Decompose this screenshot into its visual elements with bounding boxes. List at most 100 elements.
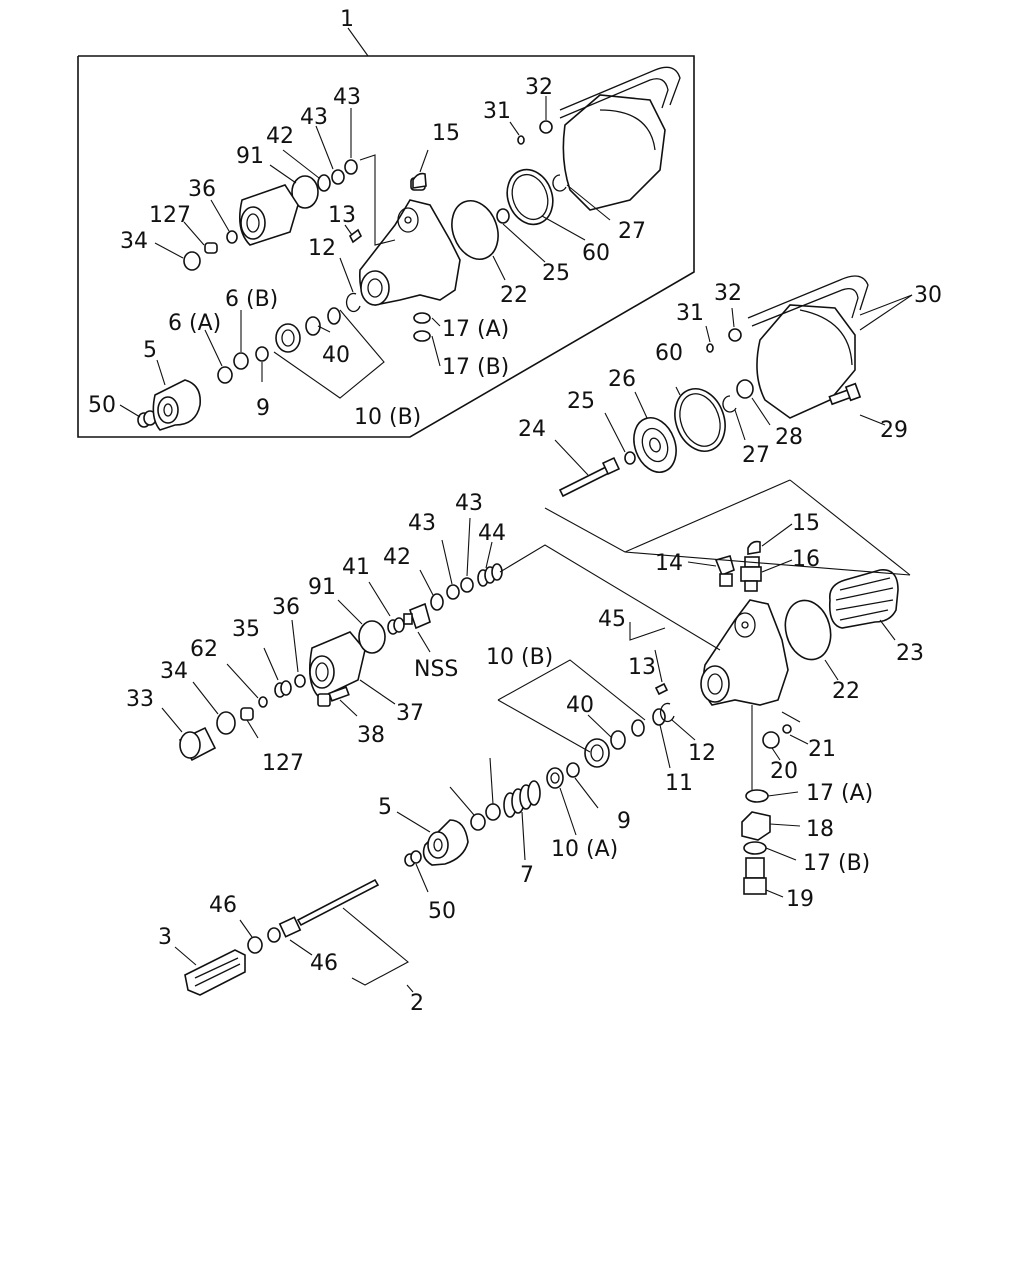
label-60-top: 60 — [582, 241, 610, 266]
label-17b-top: 17 (B) — [442, 355, 509, 380]
label-9-top: 9 — [256, 396, 270, 421]
label-60-right: 60 — [655, 341, 683, 366]
label-31-top: 31 — [483, 99, 511, 124]
label-1: 1 — [340, 7, 354, 32]
part-43a-mid — [446, 584, 460, 600]
label-32-top: 32 — [525, 75, 553, 100]
part-27-right — [722, 395, 737, 413]
label-36-top: 36 — [188, 177, 216, 202]
label-41: 41 — [342, 555, 370, 580]
part-6b-top — [233, 352, 249, 370]
label-10b-top: 10 (B) — [354, 405, 421, 430]
part-17a-bot — [745, 789, 769, 803]
part-33 — [178, 726, 217, 762]
label-27-top: 27 — [618, 219, 646, 244]
label-20: 20 — [770, 759, 798, 784]
booster-parts — [558, 275, 899, 895]
part-housing-30 — [747, 275, 869, 419]
lower-parts — [184, 719, 645, 996]
label-10a: 10 (A) — [551, 837, 618, 862]
subassembly-frame — [77, 27, 695, 438]
part-13-top — [348, 228, 363, 244]
part-127-mid — [240, 707, 254, 721]
label-35: 35 — [232, 617, 260, 642]
part-34-top — [183, 251, 201, 271]
part-5-top — [152, 379, 202, 431]
label-11: 11 — [665, 771, 693, 796]
part-18 — [741, 811, 771, 841]
label-127-top: 127 — [149, 203, 191, 228]
label-34-top: 34 — [120, 229, 148, 254]
label-12-mid: 12 — [688, 741, 716, 766]
part-6a-top — [217, 366, 233, 384]
part-13-mid — [654, 682, 669, 696]
part-36-top — [226, 230, 238, 244]
label-3: 3 — [158, 925, 172, 950]
part-12-top — [345, 292, 361, 313]
label-127-mid: 127 — [262, 751, 304, 776]
label-25-top: 25 — [542, 261, 570, 286]
part-38 — [317, 686, 350, 707]
part-46 — [247, 927, 281, 954]
part-43a-top — [331, 169, 345, 185]
part-36-mid — [294, 674, 306, 688]
label-12-top: 12 — [308, 236, 336, 261]
label-43-top-b: 43 — [300, 105, 328, 130]
part-body-top — [358, 177, 461, 306]
part-10b-mid — [584, 719, 645, 768]
part-37 — [309, 631, 366, 699]
part-32-right — [728, 328, 742, 342]
part-91-top — [291, 175, 319, 209]
part-housing-top — [559, 66, 681, 211]
label-13-top: 13 — [328, 203, 356, 228]
part-60-top — [506, 168, 554, 226]
label-46-b: 46 — [310, 951, 338, 976]
label-25-right: 25 — [567, 389, 595, 414]
label-28: 28 — [775, 425, 803, 450]
part-42-mid — [430, 593, 444, 611]
label-36-mid: 36 — [272, 595, 300, 620]
top-subassembly-parts — [137, 66, 681, 431]
label-38: 38 — [357, 723, 385, 748]
part-22-right — [784, 599, 832, 661]
label-18: 18 — [806, 817, 834, 842]
part-17a-top — [413, 312, 431, 324]
label-19: 19 — [786, 887, 814, 912]
part-26 — [633, 417, 677, 473]
label-32-right: 32 — [714, 281, 742, 306]
part-127-top — [204, 242, 218, 254]
part-27-top — [552, 174, 567, 192]
label-42-top: 42 — [266, 124, 294, 149]
middle-parts — [178, 563, 503, 762]
part-31-top — [517, 135, 525, 145]
part-29 — [828, 382, 862, 406]
part-41 — [387, 617, 405, 635]
part-6a-mid — [470, 813, 486, 831]
part-17b-bot — [743, 841, 767, 855]
part-21 — [782, 724, 792, 734]
label-37: 37 — [396, 701, 424, 726]
part-42-top — [317, 174, 331, 192]
part-22-top — [451, 200, 499, 260]
label-31-right: 31 — [676, 301, 704, 326]
label-16: 16 — [792, 547, 820, 572]
part-5-mid — [422, 819, 469, 866]
label-46-a: 46 — [209, 893, 237, 918]
part-25-top — [496, 208, 510, 224]
label-34-mid: 34 — [160, 659, 188, 684]
label-6b-top: 6 (B) — [225, 287, 278, 312]
label-2: 2 — [410, 991, 424, 1016]
part-25-right — [624, 451, 636, 465]
label-29: 29 — [880, 418, 908, 443]
part-43b-mid — [460, 577, 474, 593]
part-3 — [184, 949, 246, 996]
part-12-mid — [659, 702, 675, 723]
label-50-top: 50 — [88, 393, 116, 418]
part-35 — [274, 680, 292, 698]
label-40-mid: 40 — [566, 693, 594, 718]
label-24: 24 — [518, 417, 546, 442]
label-5-mid: 5 — [378, 795, 392, 820]
label-10b-mid: 10 (B) — [486, 645, 553, 670]
label-22-top: 22 — [500, 283, 528, 308]
label-7: 7 — [520, 863, 534, 888]
